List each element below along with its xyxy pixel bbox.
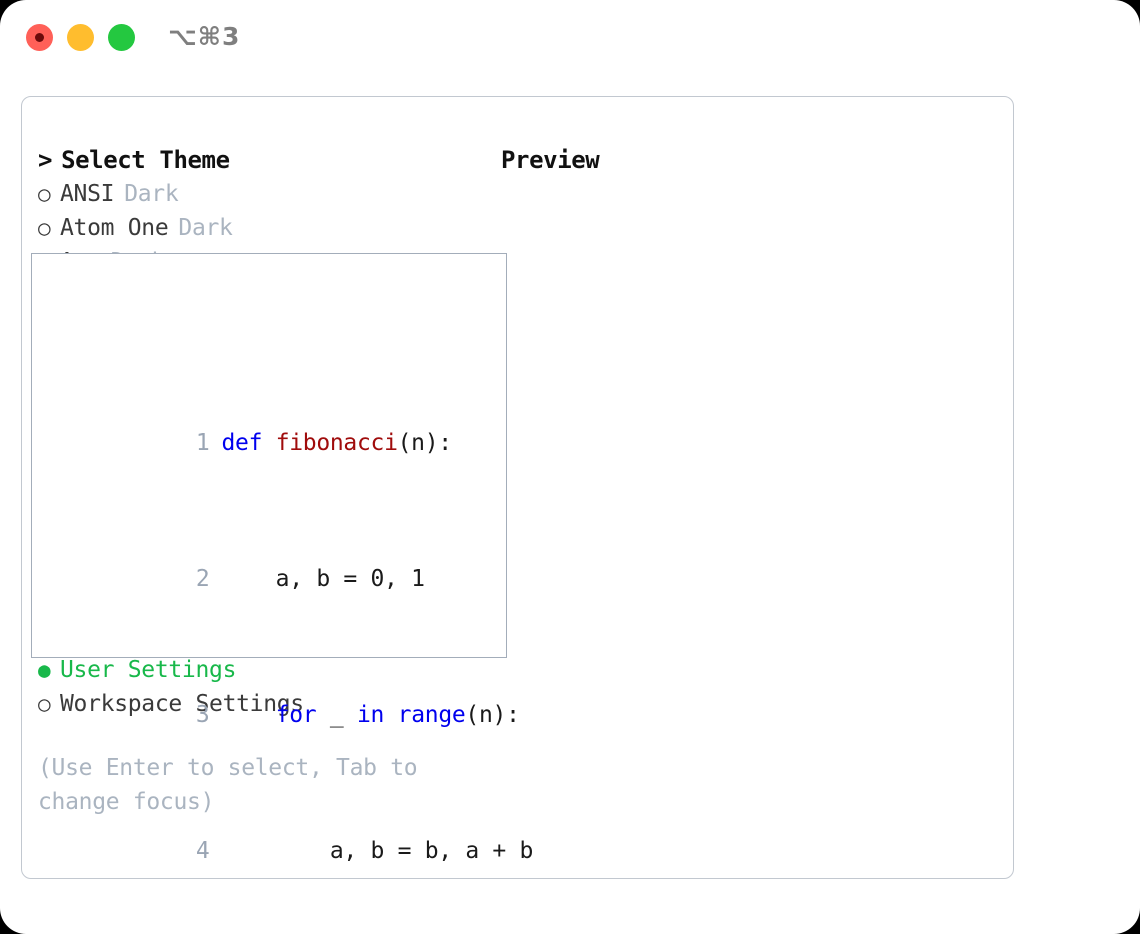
code-token: in [357, 702, 385, 728]
code-token: (n): [465, 702, 520, 728]
code-token: a, b = b, a + b [221, 838, 534, 864]
record-dot-icon [35, 33, 44, 42]
apply-to-option-label: User Settings [60, 657, 237, 683]
code-token: (n): [397, 430, 453, 456]
minimize-button[interactable] [67, 24, 94, 51]
line-number: 1 [195, 430, 210, 456]
theme-option-tag: Dark [178, 215, 233, 241]
keyboard-shortcut-label: ⌥⌘3 [168, 22, 241, 51]
apply-to-option-user-settings[interactable]: ● User Settings [38, 653, 498, 687]
code-token: for [275, 702, 317, 728]
keyboard-hint-line-1: (Use Enter to select, Tab to [38, 755, 418, 781]
code-token: a, b = 0, 1 [221, 566, 425, 592]
theme-option-label: ANSI [60, 181, 115, 207]
window-controls [26, 24, 135, 51]
keyboard-hint: (Use Enter to select, Tab to change focu… [38, 751, 458, 819]
preview-column: Preview [501, 143, 1001, 177]
select-theme-title: Select Theme [61, 146, 230, 174]
apply-to-option-label: Workspace Settings [60, 691, 304, 717]
main-panel: > Select Theme ○ ANSI Dark ○ Atom One Dar… [21, 96, 1014, 879]
maximize-button[interactable] [108, 24, 135, 51]
theme-option-label: Atom One [60, 215, 169, 241]
code-token [221, 702, 275, 728]
line-number: 4 [195, 838, 210, 864]
preview-heading: Preview [501, 146, 600, 174]
code-token: range [397, 702, 466, 728]
theme-option-atom-one[interactable]: ○ Atom One Dark [38, 211, 498, 245]
code-token: _ [316, 702, 357, 728]
apply-to-option-workspace-settings[interactable]: ○ Workspace Settings [38, 687, 498, 721]
line-number: 3 [195, 702, 210, 728]
caret-icon: > [38, 146, 53, 174]
code-line: 2 a, b = 0, 1 [48, 528, 560, 592]
code-line: 3 for _ in range(n): [48, 664, 560, 728]
titlebar: ⌥⌘3 [0, 0, 1140, 78]
code-token: fibonacci [275, 430, 398, 456]
keyboard-hint-line-2: change focus) [38, 789, 215, 815]
radio-unselected-icon: ○ [38, 692, 51, 716]
theme-option-ansi[interactable]: ○ ANSI Dark [38, 177, 498, 211]
theme-option-tag: Dark [124, 181, 179, 207]
code-line: 1 def fibonacci(n): [48, 392, 560, 456]
radio-selected-icon: ● [38, 658, 51, 682]
close-button[interactable] [26, 24, 53, 51]
code-token [384, 702, 398, 728]
radio-unselected-icon: ○ [38, 216, 51, 240]
code-line: 4 a, b = b, a + b [48, 800, 560, 864]
radio-unselected-icon: ○ [38, 182, 51, 206]
code-token: def [221, 430, 276, 456]
select-theme-heading: > Select Theme [38, 143, 498, 177]
line-number: 2 [195, 566, 210, 592]
